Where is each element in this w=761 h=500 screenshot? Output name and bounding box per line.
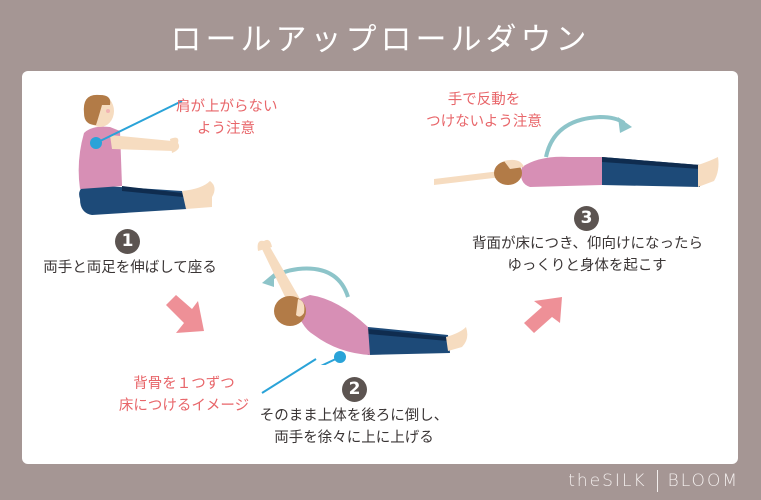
step-2-badge: 2 bbox=[342, 377, 367, 402]
caption-line: そのまま上体を後ろに倒し、 bbox=[259, 408, 449, 424]
note-line: 肩が上がらない bbox=[176, 99, 278, 115]
brand-right: BLOOM bbox=[667, 471, 739, 491]
arrow-down-right-icon bbox=[166, 295, 204, 333]
page-title: ロールアップロールダウン bbox=[170, 22, 591, 58]
note-line: 背骨を１つずつ bbox=[133, 376, 235, 392]
step2-note: 背骨を１つずつ 床につけるイメージ bbox=[114, 373, 254, 417]
step3-note: 手で反動を つけないよう注意 bbox=[414, 89, 554, 133]
caption-line: 両手を徐々に上に上げる bbox=[274, 430, 434, 446]
callout-line-icon bbox=[261, 358, 317, 394]
figure-seated-icon bbox=[78, 94, 215, 215]
note-line: つけないよう注意 bbox=[426, 114, 542, 130]
note-line: 手で反動を bbox=[447, 92, 521, 108]
note-line: 床につけるイメージ bbox=[118, 398, 250, 414]
brand-logo: theSILK BLOOM bbox=[568, 470, 739, 492]
step3-caption: 背面が床につき、仰向けになったら ゆっくりと身体を起こす bbox=[472, 233, 703, 277]
step-3-badge: 3 bbox=[574, 206, 599, 231]
figure-lying-icon bbox=[434, 114, 719, 187]
step-1-badge: 1 bbox=[115, 229, 140, 254]
brand-left: theSILK bbox=[568, 471, 647, 491]
caption-line: ゆっくりと身体を起こす bbox=[507, 258, 667, 274]
step2-caption: そのまま上体を後ろに倒し、 両手を徐々に上に上げる bbox=[254, 405, 454, 449]
brand-divider bbox=[656, 470, 658, 492]
step1-note: 肩が上がらない よう注意 bbox=[176, 96, 278, 140]
note-line: よう注意 bbox=[197, 121, 255, 137]
caption-line: 背面が床につき、仰向けになったら bbox=[472, 236, 703, 252]
instruction-card: 肩が上がらない よう注意 1 両手と両足を伸ばして座る 背骨を１つずつ 床につけ… bbox=[22, 71, 738, 464]
arrow-up-right-icon bbox=[524, 297, 562, 333]
step1-caption: 両手と両足を伸ばして座る bbox=[43, 260, 217, 276]
figure-rolling-down-icon bbox=[257, 239, 468, 365]
